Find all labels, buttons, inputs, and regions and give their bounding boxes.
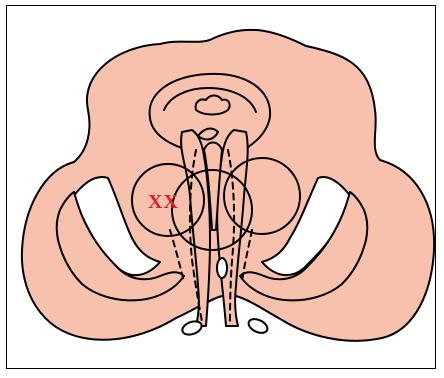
center-tube-end bbox=[217, 258, 227, 278]
left-tube-end bbox=[181, 319, 204, 337]
right-tube-end bbox=[246, 316, 269, 335]
marker-label: XX bbox=[148, 191, 179, 213]
